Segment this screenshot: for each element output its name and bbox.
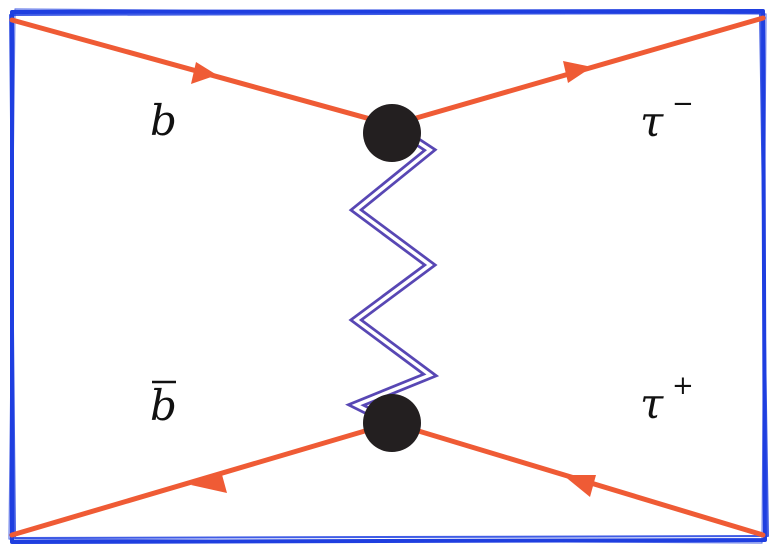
incoming-b-quark-line xyxy=(9,17,395,128)
label-b-text: b xyxy=(150,96,177,145)
diagram-frame xyxy=(8,8,769,544)
label-tau-minus: τ − xyxy=(640,89,694,146)
incoming-b-arrow xyxy=(191,62,217,84)
label-b-bar: b xyxy=(150,380,177,430)
outgoing-tau-minus-arrow xyxy=(563,61,592,83)
outgoing-tau-plus-line xyxy=(389,420,766,538)
outgoing-tau-plus-arrow xyxy=(563,475,596,497)
label-tau-plus-base: τ xyxy=(640,379,664,428)
outgoing-tau-minus-line xyxy=(389,15,766,128)
label-tau-minus-superscript: − xyxy=(672,89,694,119)
top-vertex xyxy=(363,104,421,162)
label-tau-plus: τ + xyxy=(640,371,694,428)
incoming-b-bar-arrow xyxy=(191,471,227,493)
label-b: b xyxy=(150,96,177,145)
exchanged-boson-propagator xyxy=(345,120,440,428)
label-tau-minus-base: τ xyxy=(640,97,664,146)
bottom-vertex xyxy=(363,394,421,452)
incoming-b-bar-line xyxy=(9,420,395,538)
label-b-bar-text: b xyxy=(150,381,177,430)
label-tau-plus-superscript: + xyxy=(672,371,694,401)
